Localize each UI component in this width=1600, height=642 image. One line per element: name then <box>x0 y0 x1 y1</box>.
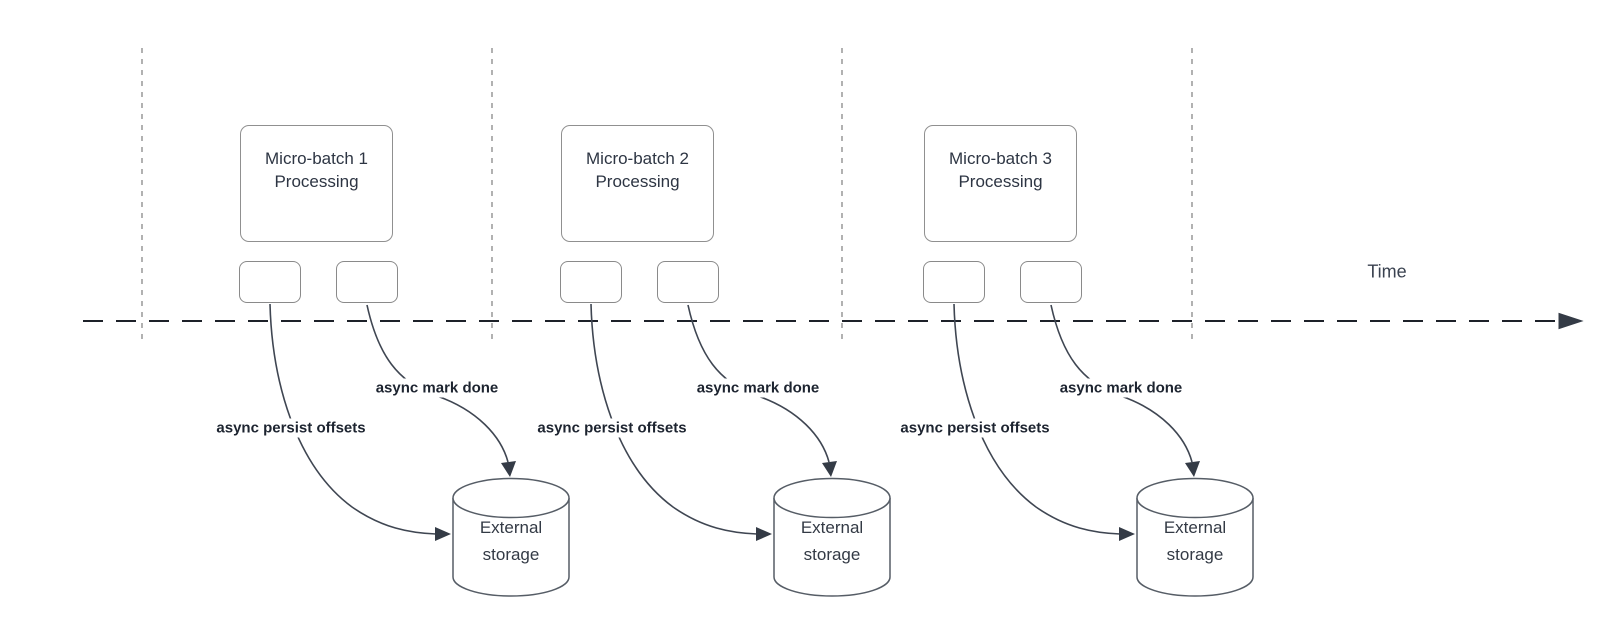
external-storage-cylinder: External storage <box>1136 477 1254 598</box>
mark-done-arrowhead-icon <box>1185 461 1200 477</box>
persist-offsets-arrow <box>953 303 1121 535</box>
persist-offsets-arrowhead-icon <box>1119 527 1135 541</box>
external-storage-cylinder: External storage <box>452 477 570 598</box>
micro-batch-title-line1: Micro-batch 2 <box>586 149 689 168</box>
micro-batch-title-line1: Micro-batch 3 <box>949 149 1052 168</box>
micro-batch-title-line1: Micro-batch 1 <box>265 149 368 168</box>
micro-batch-title-line2: Processing <box>595 172 680 191</box>
micro-batch-processing-box: Micro-batch 3 Processing <box>924 125 1077 242</box>
micro-batch-processing-box: Micro-batch 2 Processing <box>561 125 714 242</box>
storage-label-line2: storage <box>1166 545 1224 564</box>
mark-done-label: async mark done <box>693 378 823 398</box>
mark-done-arrowhead-icon <box>501 461 516 477</box>
storage-label-line1: External <box>800 518 864 537</box>
persist-offsets-task-box <box>239 261 301 303</box>
persist-offsets-label: async persist offsets <box>213 418 369 438</box>
micro-batch-title-line2: Processing <box>958 172 1043 191</box>
micro-batch-processing-box: Micro-batch 1 Processing <box>240 125 393 242</box>
storage-label-line2: storage <box>803 545 861 564</box>
mark-done-label: async mark done <box>372 378 502 398</box>
storage-label-line2: storage <box>482 545 540 564</box>
mark-done-task-box <box>657 261 719 303</box>
cylinder-shape-icon <box>773 477 891 597</box>
cylinder-shape-icon <box>452 477 570 597</box>
micro-batch-title-line2: Processing <box>274 172 359 191</box>
mark-done-label: async mark done <box>1056 378 1186 398</box>
mark-done-task-box <box>336 261 398 303</box>
cylinder-shape-icon <box>1136 477 1254 597</box>
persist-offsets-arrowhead-icon <box>435 527 451 541</box>
time-axis-label: Time <box>1367 261 1407 282</box>
storage-label-line1: External <box>1163 518 1227 537</box>
timeline-arrowhead-icon <box>1558 312 1584 330</box>
persist-offsets-task-box <box>923 261 985 303</box>
persist-offsets-arrow <box>269 303 437 535</box>
mark-done-task-box <box>1020 261 1082 303</box>
persist-offsets-arrowhead-icon <box>756 527 772 541</box>
storage-label-line1: External <box>479 518 543 537</box>
persist-offsets-arrow <box>590 303 758 535</box>
mark-done-arrowhead-icon <box>822 461 837 477</box>
persist-offsets-label: async persist offsets <box>897 418 1053 438</box>
persist-offsets-task-box <box>560 261 622 303</box>
persist-offsets-label: async persist offsets <box>534 418 690 438</box>
external-storage-cylinder: External storage <box>773 477 891 598</box>
